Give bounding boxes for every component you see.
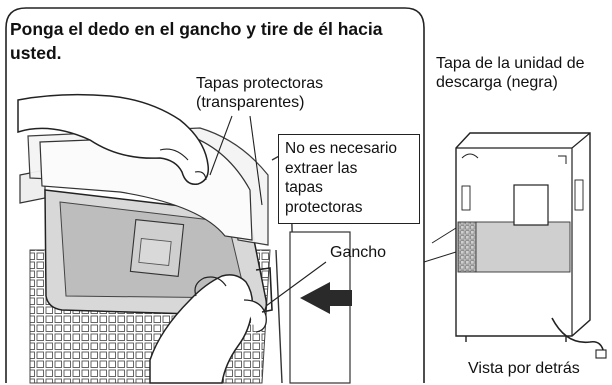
note-line-4: protectoras [285, 198, 363, 216]
power-cord-icon [551, 317, 605, 355]
note-line-3: tapas [285, 179, 323, 196]
leader-covers-1 [209, 115, 233, 176]
protective-covers-label: Tapas protectoras (transparentes) [196, 74, 323, 112]
discharge-cover-line-2: descarga (negra) [436, 74, 558, 91]
discharge-cover-line-1: Tapa de la unidad de [436, 55, 585, 72]
discharge-cover-label: Tapa de la unidad de descarga (negra) [436, 54, 585, 92]
rear-view-caption: Vista por detrás [468, 360, 580, 377]
note-line-2: extraer las [285, 159, 358, 177]
protective-covers-line-2: (transparentes) [196, 94, 305, 111]
hand-icon [17, 93, 210, 185]
hook-detail [255, 267, 273, 313]
hand-icon-lower [149, 274, 267, 384]
note-line-1: No es necesario [285, 140, 398, 157]
hook-label: Gancho [330, 244, 387, 261]
appliance-rear-icon [455, 132, 591, 342]
leader-discharge-top [431, 227, 457, 244]
instruction-title: Ponga el dedo en el gancho y tire de él … [10, 19, 383, 63]
leader-covers-2 [249, 115, 263, 206]
arrow-icon [300, 282, 352, 314]
note-box: No es necesario extraer las tapas protec… [278, 134, 420, 224]
protective-covers-line-1: Tapas protectoras [196, 75, 324, 92]
power-plug [595, 349, 607, 359]
leader-hook [265, 261, 327, 307]
leader-discharge-bottom [423, 251, 457, 263]
detail-frame [5, 7, 425, 383]
panel-label-inner [138, 238, 172, 266]
